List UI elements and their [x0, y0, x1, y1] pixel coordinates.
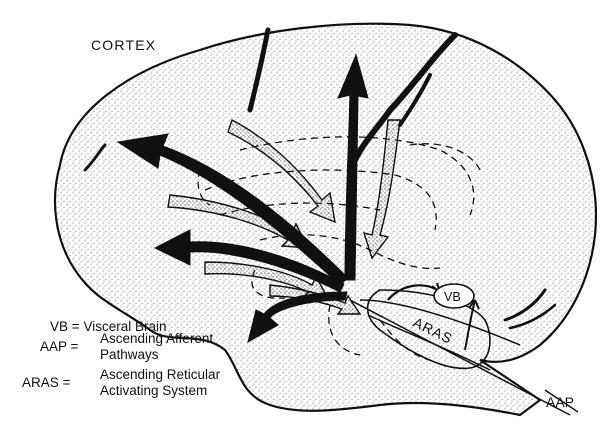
- legend-vb: VB = Visceral Brain: [50, 319, 166, 334]
- sulcus-upper-right: [352, 32, 458, 163]
- aras-region: [349, 282, 579, 416]
- legend-aras-abbr: ARAS =: [22, 375, 71, 390]
- sulcus-right-branch: [398, 73, 432, 127]
- aap-label: AAP: [546, 394, 574, 410]
- sulcus-right-lower: [503, 288, 547, 322]
- sulcus-left: [83, 143, 107, 172]
- legend-aap-abbr: AAP =: [40, 339, 79, 354]
- legend-aras-line1: Ascending Reticular: [100, 367, 221, 382]
- sulcus-right-lower-2: [508, 303, 557, 330]
- vb-oval: [433, 283, 475, 309]
- legend-aap-line2: Pathways: [100, 347, 159, 362]
- projection-arrows: [116, 53, 369, 344]
- legend-aap-line1: Ascending Afferent: [100, 331, 213, 346]
- brain-outline: [53, 22, 598, 417]
- cortex-label: CORTEX: [91, 37, 156, 53]
- legend: VB = Visceral Brain AAP = Ascending Affe…: [22, 319, 221, 398]
- aap-line: [349, 299, 571, 416]
- sulcus-central: [247, 27, 271, 113]
- vb-label: VB: [444, 290, 461, 304]
- legend-aras-line2: Activating System: [100, 383, 207, 398]
